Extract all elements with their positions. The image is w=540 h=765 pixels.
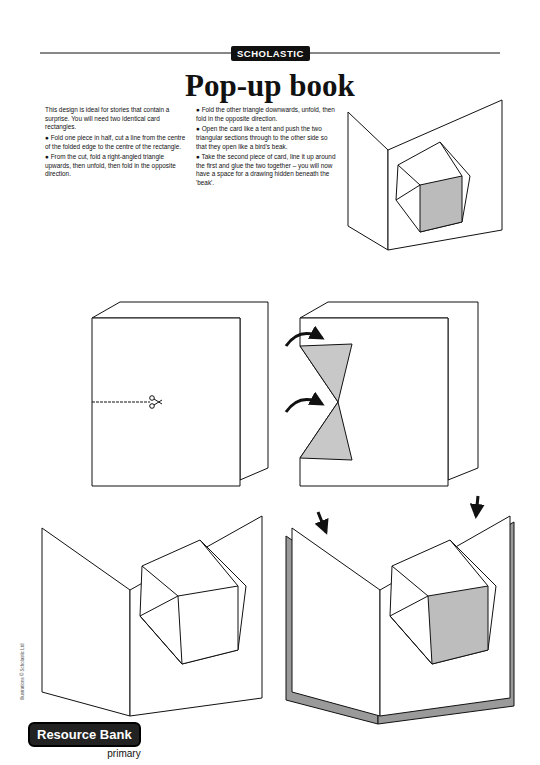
series-logo: Resource Bankprimary (28, 722, 141, 759)
instruction-text: ● Fold one piece in half, cut a line fro… (45, 134, 187, 151)
page-title: Pop-up book (185, 68, 355, 104)
instruction-text: ● From the cut, fold a right-angled tria… (45, 153, 187, 179)
logo-text: SCHOLASTIC (231, 46, 310, 61)
instruction-text: ● Fold the other triangle downwards, unf… (196, 106, 338, 123)
instruction-text: ● Open the card like a tent and push the… (196, 125, 338, 151)
instruction-text: ● Take the second piece of card, line it… (196, 153, 338, 188)
logo-text: Resource Bank (28, 722, 141, 747)
instruction-text: This design is ideal for stories that co… (45, 106, 187, 132)
publisher-logo: SCHOLASTIC (231, 46, 310, 61)
logo-subtext: primary (28, 748, 141, 759)
credit-note: Illustrations © Scholastic Ltd (20, 643, 25, 700)
